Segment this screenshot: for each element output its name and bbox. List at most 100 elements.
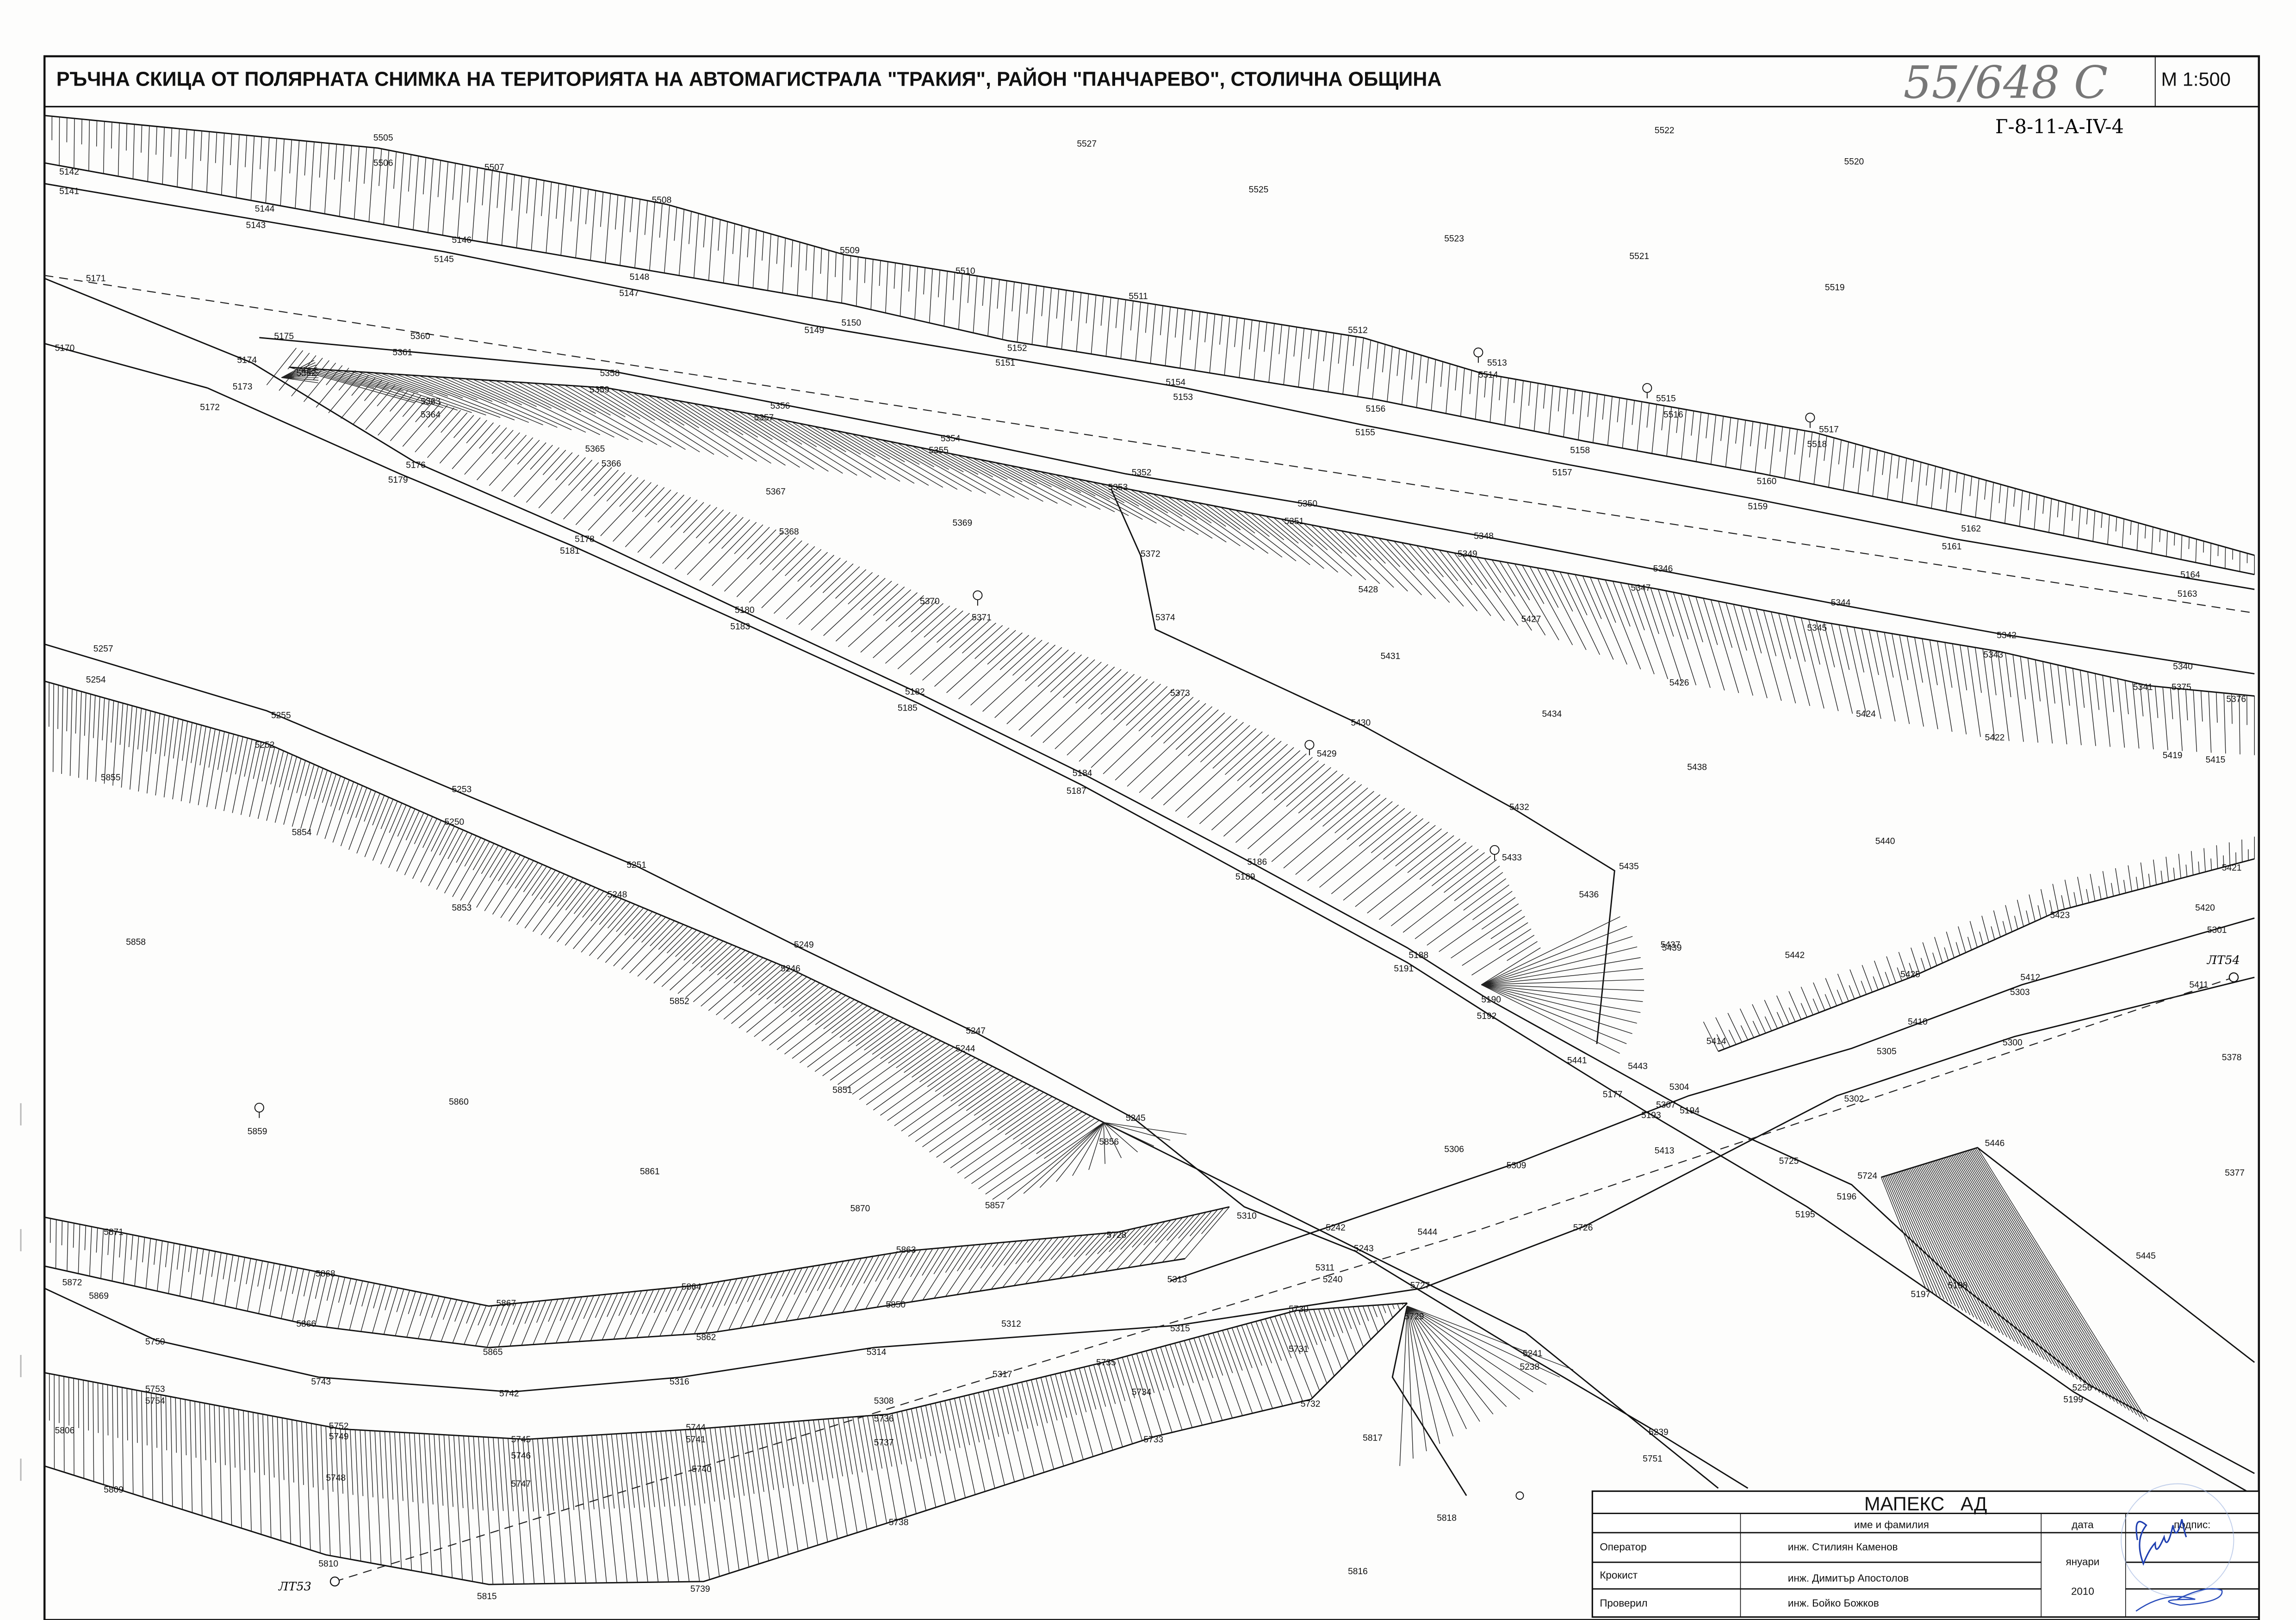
slope-hachure [823,1419,833,1478]
slope-hachure [233,1409,236,1468]
slope-hachure [1956,1154,2100,1393]
slope-hachure [839,1009,876,1038]
slope-hachure [2101,513,2103,528]
slope-hachure [418,1295,434,1339]
slope-hachure [1333,529,1394,588]
slope-hachure [799,1007,872,1064]
slope-hachure [338,370,356,391]
slope-hachure [690,1429,710,1580]
survey-point-label: 5161 [1942,542,1962,552]
slope-top [44,680,1104,1123]
slope-hachure [1047,472,1129,516]
slope-hachure [2228,842,2230,866]
slope-hachure [1681,409,1687,459]
survey-point-label: 5185 [898,704,918,713]
survey-point-label: 5340 [2173,662,2193,672]
slope-hachure [326,1276,340,1328]
slope-hachure [929,269,933,323]
survey-point-label: 5736 [874,1414,894,1424]
slope-hachure [257,747,275,819]
slope-hachure [538,457,586,508]
slope-hachure [974,627,1010,659]
slope-hachure [155,126,157,155]
slope-hachure [770,1270,785,1298]
slope-hachure [860,595,924,653]
survey-point-label: 5411 [2189,980,2208,990]
slope-hachure [625,391,729,458]
slope-hachure [257,1413,262,1534]
slope-hachure [1929,1162,2037,1355]
slope-hachure [1522,565,1545,604]
slope-hachure [831,1005,868,1034]
slope-hachure [292,1269,304,1322]
slope-hachure [383,1287,398,1335]
slope-hachure [625,1290,648,1339]
slope-hachure [602,387,655,421]
survey-point-label: 5866 [296,1319,316,1329]
slope-hachure [1439,897,1516,952]
slope-hachure [486,170,493,243]
survey-point-label: 5250 [444,817,464,827]
slope-hachure [146,711,151,752]
survey-point-label: 5162 [1961,524,1981,534]
survey-point-label: 5505 [373,133,393,143]
survey-point-label: 5183 [730,622,750,631]
slope-hachure [1975,478,1980,518]
slope-hachure [889,441,935,467]
slope-hachure [999,637,1036,670]
slope-hachure [1120,1226,1142,1250]
slope-hachure [1861,981,1867,995]
slope-hachure [600,482,652,536]
slope-hachure [373,1284,381,1309]
slope-hachure [155,715,165,796]
survey-point-label: 5373 [1170,689,1190,699]
slope-hachure [531,179,537,251]
survey-point-label: 5375 [2172,683,2191,693]
slope-hachure [1808,619,1820,665]
slope-hachure [439,826,455,856]
slope-hachure [911,1247,945,1302]
slope-hachure [257,1261,263,1287]
survey-point-label: 5729 [1404,1312,1424,1322]
slope-hachure [994,462,1037,485]
slope-hachure [1930,1162,2041,1358]
slope-hachure [170,1397,173,1507]
survey-point-label: 5512 [1348,326,1368,335]
slope-hachure [1071,1232,1113,1277]
slope-hachure [1379,845,1473,920]
slope-hachure [2170,687,2173,719]
survey-point-label: 5741 [686,1435,706,1445]
slope-hachure [970,640,1043,706]
slope-hachure [595,1294,606,1318]
survey-point-label: 5423 [2050,911,2070,921]
slope-hachure [1824,994,1831,1008]
slope-hachure [1151,697,1194,737]
survey-point-label: 5246 [781,964,800,974]
slope-hachure [597,908,644,959]
slope-hachure [339,144,345,217]
slope-hachure [1394,541,1450,603]
slope-hachure [431,822,446,852]
slope-hachure [1075,667,1115,704]
slope-hachure [1946,931,1955,958]
slope-hachure [724,1427,735,1498]
slope-hachure [161,1395,163,1503]
slope-hachure [754,414,802,445]
slope-hachure [1041,286,1044,316]
slope-hachure [384,1431,392,1567]
survey-point-label: 5523 [1444,234,1464,244]
slope-hachure [838,1028,915,1085]
slope-hachure [1504,378,1509,426]
slope-hachure [677,1286,690,1311]
slope-hachure [111,700,114,743]
road-edge [44,278,252,364]
slope-hachure [648,395,699,428]
slope-hachure [843,1417,853,1475]
slope-hachure [157,1241,163,1292]
slope-hachure [1211,750,1301,830]
survey-point-label: 5160 [1757,477,1777,487]
slope-hachure [1347,1307,1364,1347]
slope-hachure [1030,664,1108,737]
slope-hachure [980,459,1023,482]
slope-hachure [629,922,679,973]
